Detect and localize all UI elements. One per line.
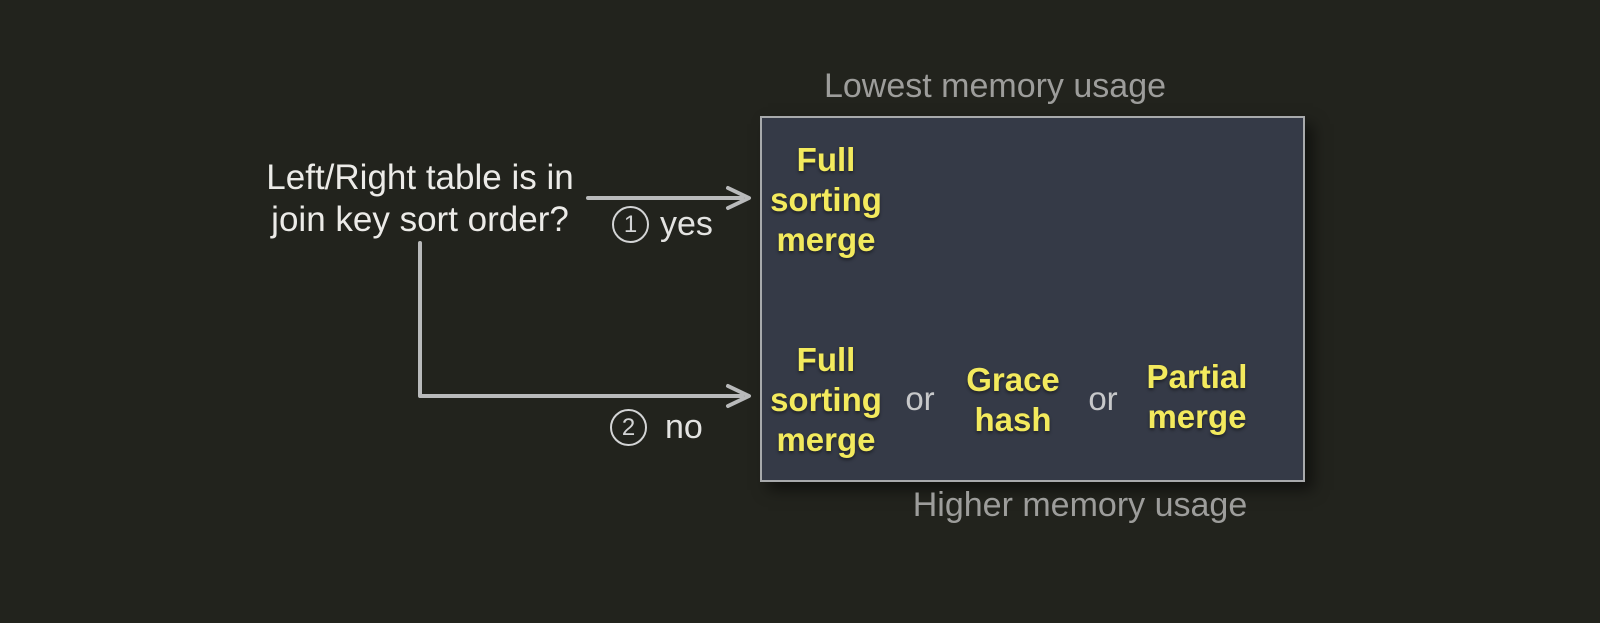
question-text: Left/Right table is in join key sort ord… (220, 157, 620, 241)
circled-number-icon: 2 (610, 409, 647, 446)
higher-memory-caption: Higher memory usage (912, 486, 1248, 524)
full-sorting-merge-top-label: Full sorting merge (770, 141, 882, 258)
branch-yes-word: yes (660, 205, 713, 243)
memory-usage-box (760, 116, 1305, 482)
branch-label-yes: 1 yes (612, 206, 713, 243)
circled-number-icon: 1 (612, 206, 649, 243)
or-separator: or (905, 380, 935, 417)
question-line-1: Left/Right table is in (266, 158, 574, 197)
or-separator: or (1088, 380, 1118, 417)
partial-merge-label: Partial merge (1146, 358, 1248, 435)
no-arrow (418, 241, 751, 408)
lowest-memory-caption: Lowest memory usage (823, 67, 1167, 105)
branch-no-word: no (665, 408, 703, 446)
branch-label-no: 2 no (610, 409, 703, 446)
grace-hash-label: Grace hash (966, 361, 1060, 438)
question-line-2: join key sort order? (271, 200, 569, 239)
full-sorting-merge-bottom-label: Full sorting merge (770, 341, 882, 458)
